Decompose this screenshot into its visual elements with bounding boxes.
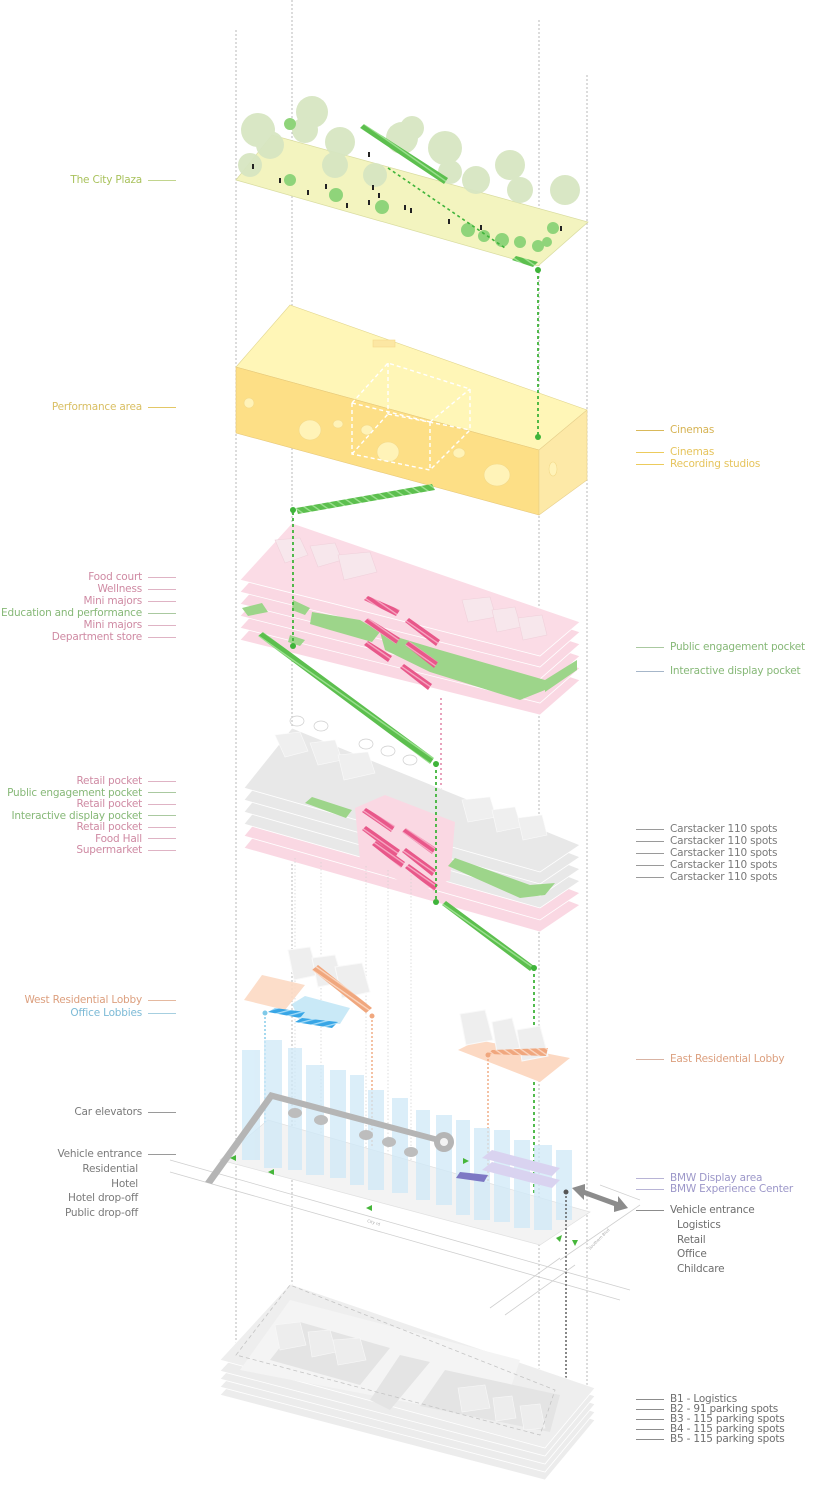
label-carstacker: Carstacker 110 spots bbox=[630, 871, 777, 883]
bmw-zone bbox=[456, 1150, 560, 1188]
label-hotel: Hotel bbox=[111, 1177, 138, 1190]
ground-level: City rd Southern Blvd bbox=[169, 1040, 641, 1389]
label-wellness: Wellness bbox=[1, 583, 182, 595]
carstacker-labels: Carstacker 110 spots Carstacker 110 spot… bbox=[630, 823, 777, 883]
escalator-performance-upper-retail bbox=[296, 484, 435, 514]
left-vehicle-entrance-labels: Vehicle entrance bbox=[57, 1148, 182, 1163]
label-mini-majors-2: Mini majors bbox=[1, 619, 182, 631]
label-carstacker: Carstacker 110 spots bbox=[630, 847, 777, 859]
vehicle-ramp bbox=[205, 1092, 454, 1184]
vehicle-entrance-arrow bbox=[572, 1184, 628, 1212]
west-lobby-escalator bbox=[312, 965, 372, 1013]
label-retail: Retail bbox=[677, 1233, 706, 1246]
leader-line bbox=[148, 179, 176, 181]
entry-arrows bbox=[230, 1155, 578, 1246]
label-carstacker: Carstacker 110 spots bbox=[630, 823, 777, 835]
upper-retail-level bbox=[239, 512, 581, 716]
leader-line bbox=[148, 406, 176, 408]
office-lobby-floor bbox=[292, 996, 350, 1024]
upper-retail-escalators bbox=[364, 596, 440, 690]
upper-retail-right-labels: Public engagement pocket Interactive dis… bbox=[630, 641, 805, 677]
label-food-hall: Food Hall bbox=[7, 833, 182, 845]
tree-canopies bbox=[238, 96, 580, 205]
performance-openings bbox=[243, 339, 558, 487]
label-retail-pocket: Retail pocket bbox=[7, 775, 182, 787]
label-public-engagement-pocket: Public engagement pocket bbox=[7, 787, 182, 799]
performance-side bbox=[538, 409, 588, 516]
label-public-engagement-pocket-right: Public engagement pocket bbox=[630, 641, 805, 665]
label-cinemas: Cinemas bbox=[630, 424, 760, 436]
lower-retail-green-pockets bbox=[305, 797, 555, 898]
label-interactive-display-pocket-right: Interactive display pocket bbox=[630, 665, 805, 677]
lower-retail-escalators bbox=[362, 808, 438, 891]
performance-right-labels: Cinemas Cinemas Recording studios bbox=[630, 424, 760, 470]
label-b1: B1 - Logistics bbox=[630, 1394, 785, 1404]
label-b3: B3 - 115 parking spots bbox=[630, 1414, 785, 1424]
plaza-escalator bbox=[360, 124, 538, 267]
car-elevator-pads bbox=[288, 1108, 418, 1157]
performance-void-outline bbox=[351, 362, 471, 471]
label-logistics: Logistics bbox=[677, 1219, 721, 1231]
label-office-lobbies: Office Lobbies bbox=[24, 1007, 182, 1020]
people-figures bbox=[252, 152, 562, 231]
east-lobby-escalator bbox=[488, 1048, 548, 1056]
label-office: Office bbox=[677, 1248, 707, 1260]
basement-levels bbox=[219, 1283, 596, 1481]
label-east-residential-lobby: East Residential Lobby bbox=[630, 1053, 785, 1065]
label-supermarket: Supermarket bbox=[7, 844, 182, 856]
label-vehicle-entrance-right: Vehicle entrance bbox=[630, 1204, 755, 1219]
label-interactive-display-pocket: Interactive display pocket bbox=[7, 810, 182, 822]
label-retail-pocket-3: Retail pocket bbox=[7, 821, 182, 833]
basement-labels: B1 - Logistics B2 - 91 parking spots B3 … bbox=[630, 1394, 785, 1444]
label-public-drop-off: Public drop-off bbox=[64, 1206, 138, 1219]
escalator-upper-lower-retail bbox=[258, 632, 434, 764]
bmw-labels: BMW Display area BMW Experience Center bbox=[630, 1172, 793, 1195]
label-bmw-display-area: BMW Display area bbox=[630, 1172, 793, 1184]
upper-retail-left-labels: Food court Wellness Mini majors Educatio… bbox=[1, 571, 182, 643]
street-label-city-rd: City rd bbox=[367, 1218, 382, 1227]
label-department-store: Department store bbox=[1, 631, 182, 643]
right-entrance-items: Logistics Retail Office Childcare bbox=[677, 1219, 725, 1277]
city-plaza-level bbox=[235, 96, 589, 267]
label-carstacker: Carstacker 110 spots bbox=[630, 835, 777, 847]
label-residential: Residential bbox=[82, 1163, 138, 1175]
label-childcare: Childcare bbox=[677, 1262, 725, 1275]
label-west-residential-lobby: West Residential Lobby bbox=[24, 994, 182, 1007]
lower-retail-left-labels: Retail pocket Public engagement pocket R… bbox=[7, 775, 182, 856]
label-city-plaza: The City Plaza bbox=[70, 174, 182, 186]
east-lobby bbox=[458, 1009, 570, 1187]
escalator-lower-retail-ground bbox=[442, 901, 534, 971]
lower-retail-boxes bbox=[274, 731, 548, 841]
label-hotel-drop-off: Hotel drop-off bbox=[68, 1192, 138, 1204]
label-carstacker: Carstacker 110 spots bbox=[630, 859, 777, 871]
performance-block bbox=[235, 267, 588, 516]
label-b5: B5 - 115 parking spots bbox=[630, 1434, 785, 1444]
lobby-left-labels: West Residential Lobby Office Lobbies bbox=[24, 994, 182, 1020]
right-vehicle-entrance-labels: Vehicle entrance bbox=[630, 1204, 755, 1219]
upper-retail-green-pockets bbox=[242, 600, 577, 700]
label-car-elevators: Car elevators bbox=[74, 1106, 182, 1118]
upper-retail-boxes bbox=[274, 537, 548, 641]
label-mini-majors: Mini majors bbox=[1, 595, 182, 607]
label-recording-studios: Recording studios bbox=[630, 458, 760, 470]
label-education-performance: Education and performance bbox=[1, 607, 182, 619]
label-bmw-experience-center: BMW Experience Center bbox=[630, 1183, 793, 1195]
lower-retail-level bbox=[243, 715, 581, 1170]
label-performance-area: Performance area bbox=[52, 401, 182, 413]
label-food-court: Food court bbox=[1, 571, 182, 583]
shrubs bbox=[284, 118, 559, 252]
label-cinemas-2: Cinemas bbox=[630, 446, 760, 458]
label-retail-pocket-2: Retail pocket bbox=[7, 798, 182, 810]
left-entrance-items: Residential Hotel Hotel drop-off Public … bbox=[65, 1163, 138, 1221]
label-b4: B4 - 115 parking spots bbox=[630, 1424, 785, 1434]
label-b2: B2 - 91 parking spots bbox=[630, 1404, 785, 1414]
label-vehicle-entrance-left: Vehicle entrance bbox=[57, 1148, 182, 1163]
